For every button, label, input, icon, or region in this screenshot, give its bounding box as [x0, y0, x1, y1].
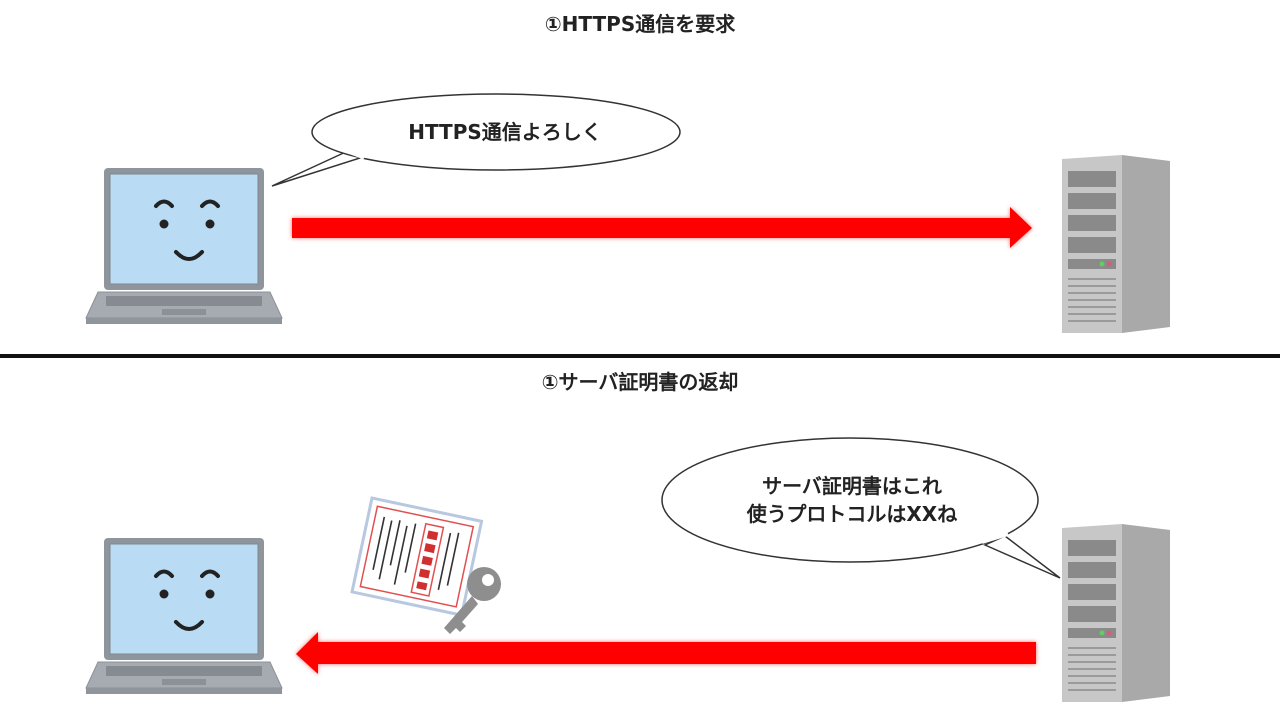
- certificate-icon: [350, 496, 484, 617]
- response-arrow: [296, 632, 1036, 674]
- client-laptop-top: [84, 166, 284, 326]
- server-speech-line-1: サーバ証明書はこれ: [762, 474, 942, 498]
- server-speech-line-2: 使うプロトコルはXXね: [746, 502, 958, 526]
- server-speech-bubble: [661, 437, 1061, 579]
- key-icon: [444, 567, 501, 634]
- server-top: [1061, 154, 1171, 334]
- client-speech-bubble: [271, 93, 681, 187]
- client-laptop-bottom: [84, 536, 284, 696]
- section-divider: [0, 354, 1280, 358]
- step2-title: ①サーバ証明書の返却: [541, 370, 739, 394]
- step1-title: ①HTTPS通信を要求: [544, 12, 736, 36]
- client-speech-text: HTTPS通信よろしく: [408, 120, 602, 144]
- server-speech-text: サーバ証明書はこれ 使うプロトコルはXXね: [672, 472, 1032, 528]
- server-bottom: [1061, 523, 1171, 703]
- request-arrow: [292, 207, 1032, 248]
